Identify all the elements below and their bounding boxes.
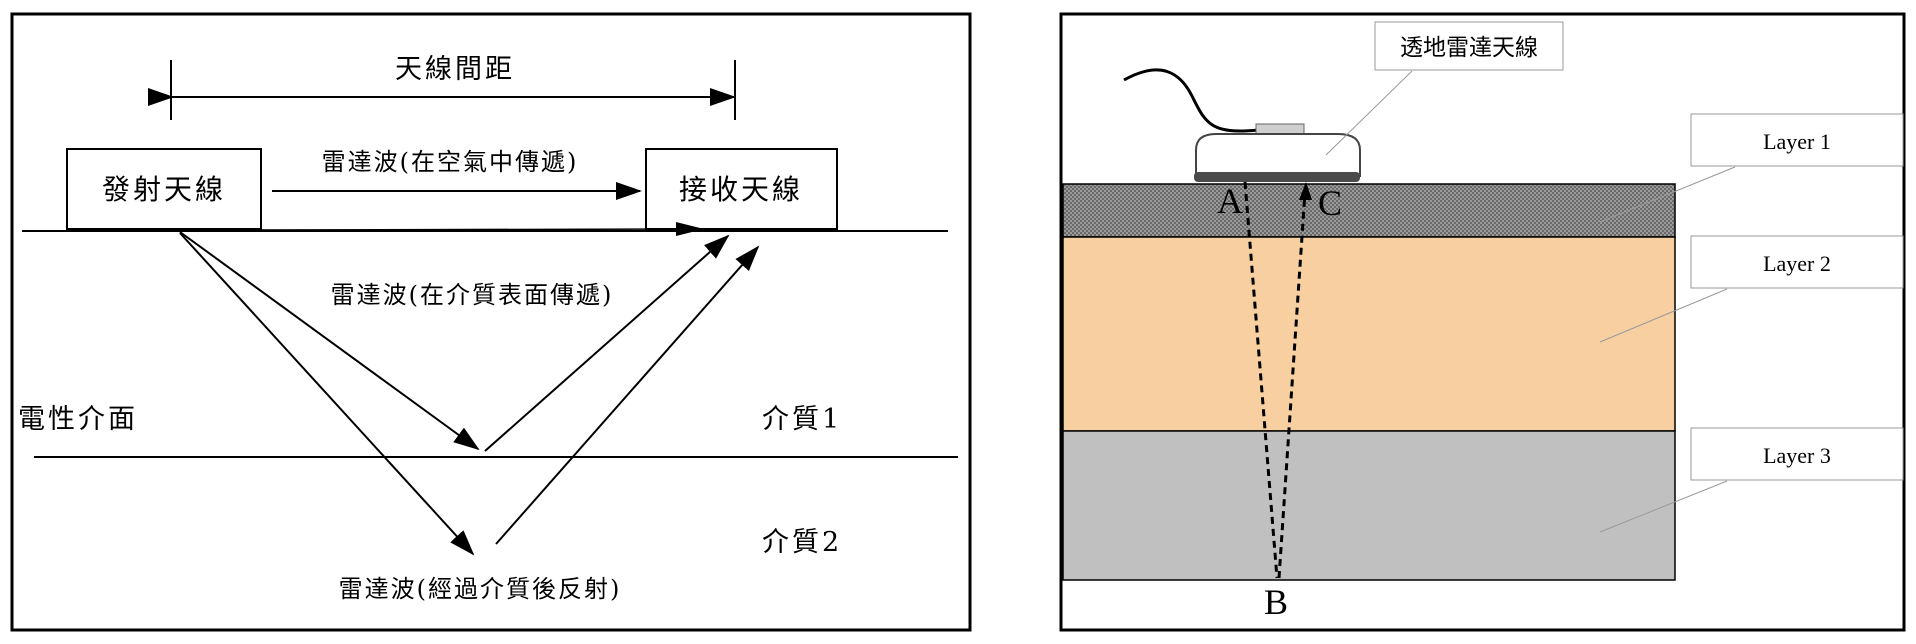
layer2-label-box xyxy=(1690,235,1904,289)
antenna-cable xyxy=(1123,68,1259,133)
transmit-antenna-box xyxy=(66,148,262,230)
right-frame xyxy=(1059,12,1906,632)
layer2-leader-line xyxy=(1599,288,1728,343)
right-diagram: 透地雷達天線 Layer 1 Layer 2 Layer 3 A C B xyxy=(1059,12,1906,632)
layer1-leader-line xyxy=(1599,166,1736,223)
antenna-label-box xyxy=(1374,21,1564,71)
ray-b-to-c xyxy=(1277,191,1307,579)
ray-a-to-b xyxy=(1243,181,1279,579)
surface-wave-ray xyxy=(261,228,701,231)
point-a-label: A xyxy=(1217,181,1243,221)
receive-antenna-label: 接收天線 xyxy=(679,173,803,206)
reflected-wave-label: 雷達波(經過介質後反射) xyxy=(339,575,622,603)
point-c-label: C xyxy=(1318,183,1342,223)
medium1-label: 介質1 xyxy=(762,404,842,435)
layer3-band xyxy=(1062,430,1676,581)
antenna-label: 透地雷達天線 xyxy=(1400,35,1538,61)
layer1-band xyxy=(1062,183,1676,238)
medium2-label: 介質2 xyxy=(762,527,842,558)
surface-wave-label: 雷達波(在介質表面傳遞) xyxy=(331,281,614,309)
layer2-band xyxy=(1062,236,1676,432)
layer1-label: Layer 1 xyxy=(1763,129,1831,154)
antenna-body xyxy=(1195,133,1361,177)
surface-wave-arrowhead xyxy=(676,222,704,236)
left-diagram: 天線間距 發射天線 接收天線 雷達波(在空氣中傳遞) 雷達波(在介質表面傳遞) … xyxy=(10,12,972,632)
receive-antenna-box xyxy=(645,148,838,230)
air-wave-label: 雷達波(在空氣中傳遞) xyxy=(322,148,579,176)
ray-c-arrowhead xyxy=(1299,182,1312,200)
ray-down-interface xyxy=(179,231,480,451)
layer3-leader-line xyxy=(1599,480,1728,533)
layer1-label-box xyxy=(1690,113,1904,167)
transmit-antenna-label: 發射天線 xyxy=(102,173,226,206)
layer3-label-box xyxy=(1690,427,1904,481)
layer3-label: Layer 3 xyxy=(1763,443,1831,468)
antenna-spacing-label: 天線間距 xyxy=(395,54,515,85)
antenna-leader-line xyxy=(1325,70,1413,156)
ray-up-interface xyxy=(484,234,730,452)
layer2-label: Layer 2 xyxy=(1763,251,1831,276)
left-frame xyxy=(10,12,972,632)
point-b-label: B xyxy=(1264,582,1288,622)
interface-label: 電性介面 xyxy=(18,404,138,435)
ray-up-deep xyxy=(495,245,760,545)
ray-down-deep xyxy=(179,232,475,556)
antenna-base xyxy=(1194,172,1360,182)
